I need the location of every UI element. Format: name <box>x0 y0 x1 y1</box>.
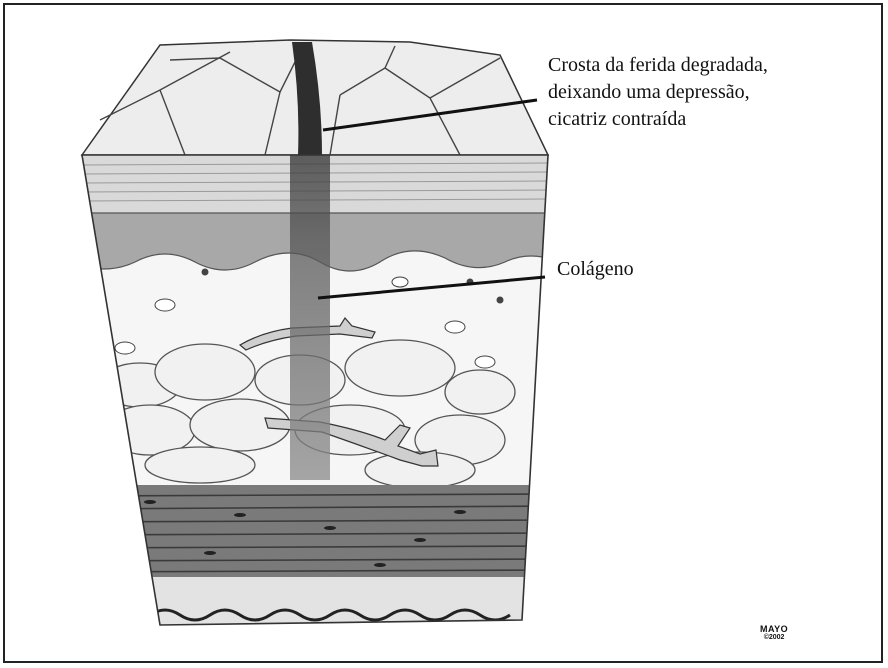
mayo-credit: MAYO ©2002 <box>760 624 788 642</box>
muscle-layer <box>70 485 560 577</box>
bottom-layer <box>70 577 560 637</box>
mayo-logo-text: MAYO <box>760 624 788 634</box>
scab-label-line-2: deixando uma depressão, <box>548 79 768 106</box>
scab-label-line-3: cicatriz contraída <box>548 106 768 133</box>
scab-label-line-1: Crosta da ferida degradada, <box>548 52 768 79</box>
scab-label: Crosta da ferida degradada, deixando uma… <box>548 52 768 133</box>
scar-collagen-column <box>290 155 330 480</box>
copyright-year: ©2002 <box>760 634 788 642</box>
collagen-label: Colágeno <box>557 256 634 283</box>
